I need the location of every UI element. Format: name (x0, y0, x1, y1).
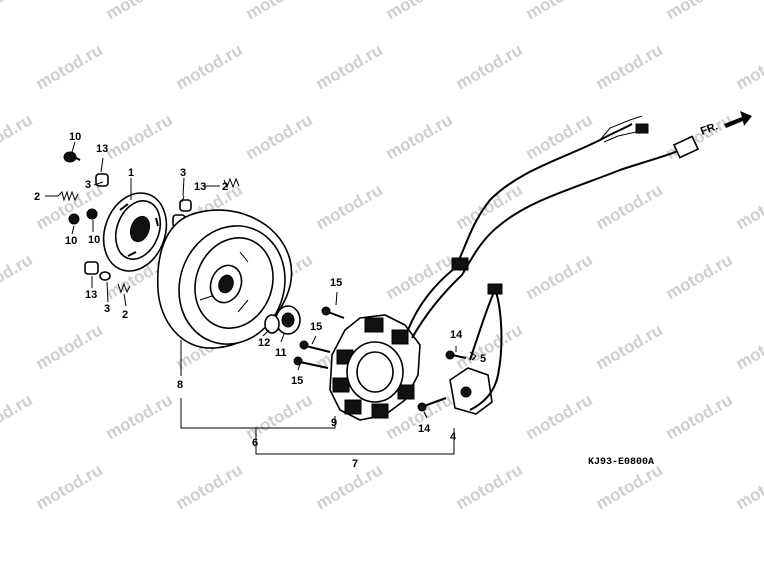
callout-15-a: 15 (330, 277, 342, 289)
watermark-text: motod.ru (33, 180, 106, 233)
front-arrow-icon (724, 111, 752, 128)
spring-low (117, 282, 131, 294)
callout-10-bottom-left: 10 (65, 235, 77, 247)
watermark-text: motod.ru (453, 320, 526, 373)
watermark-text: motod.ru (383, 110, 456, 163)
watermark-text: motod.ru (663, 390, 736, 443)
leader-lines (45, 141, 476, 455)
callout-3-mid: 3 (180, 167, 186, 179)
watermark-text: motod.ru (0, 250, 36, 303)
watermark-text: motod.ru (383, 0, 456, 23)
bolt-top-left (63, 151, 81, 163)
callout-13-low: 13 (85, 289, 97, 301)
callout-3-left: 3 (85, 179, 91, 191)
stator-screws (293, 306, 345, 369)
callout-8: 8 (177, 379, 183, 391)
watermark-text: motod.ru (733, 40, 764, 93)
watermark-text: motod.ru (173, 40, 246, 93)
callout-7: 7 (352, 458, 358, 470)
spring-mid (223, 177, 240, 189)
callout-10-top: 10 (69, 131, 81, 143)
watermark-text: motod.ru (0, 390, 36, 443)
callout-13-top: 13 (96, 143, 108, 155)
bolt-left-a (68, 213, 80, 225)
wiring-harness (407, 115, 700, 411)
callout-2-left: 2 (34, 191, 40, 203)
callout-13-mid: 13 (194, 181, 206, 193)
watermark-text: motod.ru (663, 110, 736, 163)
watermark-text: motod.ru (103, 110, 176, 163)
callout-14-top: 14 (450, 329, 463, 341)
callout-2-mid: 2 (222, 181, 228, 193)
watermark-text: motod.ru (663, 250, 736, 303)
watermark-text: motod.ru (453, 460, 526, 513)
callout-4: 4 (450, 431, 457, 443)
front-direction-indicator: FR. (699, 111, 752, 138)
watermark-text: motod.ru (593, 40, 666, 93)
watermark-text: motod.ru (453, 40, 526, 93)
watermark-text: motod.ru (243, 0, 316, 23)
watermark-text: motod.ru (313, 180, 386, 233)
rotor-plate (102, 192, 168, 272)
callout-1: 1 (128, 167, 134, 179)
watermark-text: motod.ru (663, 0, 736, 23)
stator-assembly (329, 314, 421, 421)
watermark-text: motod.ru (523, 250, 596, 303)
watermark-text: motod.ru (593, 460, 666, 513)
callout-9: 9 (331, 417, 337, 429)
watermark-text: motod.ru (0, 0, 36, 23)
watermark-text: motod.ru (0, 110, 36, 163)
watermark-text: motod.ru (313, 460, 386, 513)
watermark-text: motod.ru (733, 320, 764, 373)
watermark-text: motod.ru (33, 460, 106, 513)
flywheel (156, 209, 293, 349)
callout-6: 6 (252, 437, 258, 449)
watermark-text: motod.ru (243, 110, 316, 163)
watermark-text: motod.ru (523, 110, 596, 163)
callout-15-b: 15 (310, 321, 322, 333)
callout-2-low: 2 (122, 309, 128, 321)
direction-label: FR. (699, 120, 720, 137)
watermark-text: motod.ru (33, 320, 106, 373)
callout-10-bottom-right: 10 (88, 234, 100, 246)
callout-5: 5 (480, 353, 486, 365)
watermark-text: motod.ru (103, 0, 176, 23)
watermark-text: motod.ru (33, 40, 106, 93)
watermark-text: motod.ru (733, 460, 764, 513)
callout-labels: 10 13 1 3 2 10 10 3 13 2 13 3 2 8 12 11 … (34, 131, 486, 470)
bolt-left-b (86, 208, 98, 220)
watermark-text: motod.ru (173, 460, 246, 513)
hub-bearing (264, 305, 301, 335)
callout-12: 12 (258, 337, 270, 349)
watermark-text: motod.ru (593, 180, 666, 233)
callout-11: 11 (275, 347, 287, 359)
watermark-text: motod.ru (453, 180, 526, 233)
watermark-text: motod.ru (593, 320, 666, 373)
roller-low (84, 261, 111, 281)
watermark-text: motod.ru (243, 390, 316, 443)
callout-14-low: 14 (418, 423, 431, 435)
callout-3-low: 3 (104, 303, 110, 315)
watermark-text: motod.ru (523, 390, 596, 443)
diagram-code: KJ93-E0800A (588, 457, 654, 468)
watermark-text: motod.ru (103, 390, 176, 443)
watermark-text: motod.ru (313, 40, 386, 93)
watermark-text: motod.ru (523, 0, 596, 23)
spring-left (57, 190, 79, 202)
callout-15-c: 15 (291, 375, 303, 387)
watermark-text: motod.ru (733, 180, 764, 233)
